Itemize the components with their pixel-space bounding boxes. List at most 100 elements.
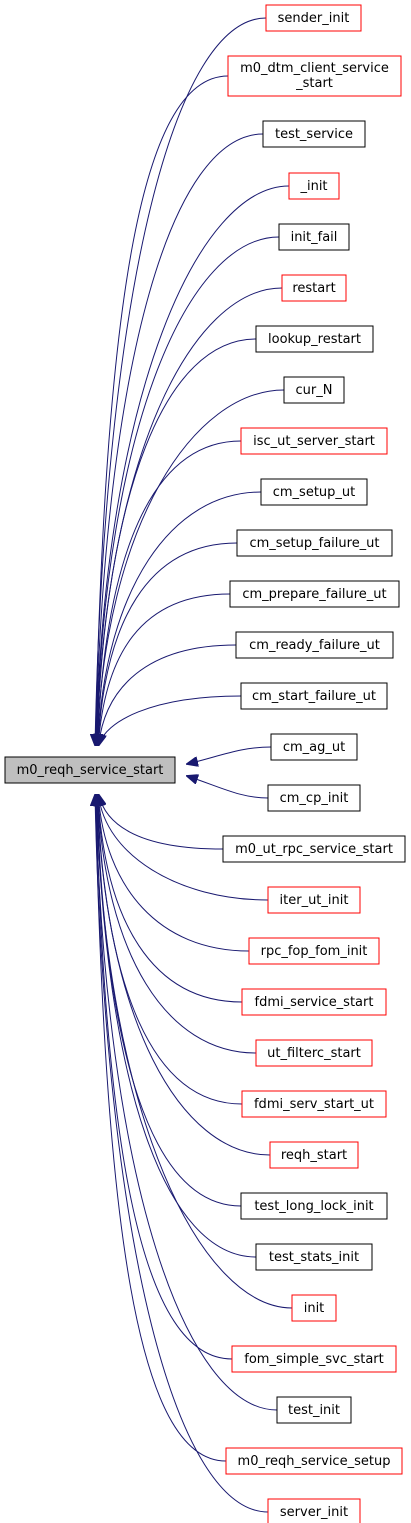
call-edge (97, 440, 242, 745)
caller-node-box (231, 1345, 397, 1373)
caller-node[interactable]: test_init (276, 1396, 352, 1424)
call-edge (96, 236, 280, 745)
caller-node-box (255, 1039, 373, 1067)
caller-node-label: m0_dtm_client_service (240, 61, 389, 76)
call-edge (98, 795, 243, 1003)
caller-node[interactable]: cm_ready_failure_ut (235, 631, 394, 659)
caller-node[interactable]: server_init (267, 1498, 361, 1523)
caller-node[interactable]: rpc_fop_fom_init (248, 937, 380, 965)
caller-node-label: fdmi_service_start (255, 995, 374, 1010)
call-edge (97, 795, 271, 1156)
call-edge (96, 795, 278, 1411)
caller-node-box (267, 886, 361, 914)
caller-node-box (278, 223, 350, 251)
caller-node-box (240, 682, 388, 710)
caller-node-box (240, 427, 388, 455)
caller-node-box (281, 274, 347, 302)
caller-node[interactable]: test_long_lock_init (240, 1192, 388, 1220)
caller-node-label: cm_setup_ut (273, 485, 356, 500)
caller-node-label: rpc_fop_fom_init (261, 944, 368, 959)
call-edge (99, 795, 224, 850)
caller-node-label: sender_init (278, 11, 350, 26)
caller-node[interactable]: ut_filterc_start (255, 1039, 373, 1067)
caller-node-label: init (304, 1301, 325, 1316)
caller-node-box (248, 937, 380, 965)
call-edge (95, 75, 229, 745)
caller-node-label: cm_cp_init (280, 791, 349, 806)
caller-node-label: cm_ready_failure_ut (249, 638, 380, 653)
caller-node-box (270, 733, 358, 761)
call-edge (187, 746, 272, 764)
caller-node-box (283, 376, 345, 404)
caller-node-label: test_service (275, 127, 353, 142)
caller-node[interactable]: cm_ag_ut (270, 733, 358, 761)
caller-node-label: server_init (280, 1505, 348, 1520)
caller-node[interactable]: lookup_restart (255, 325, 374, 353)
call-edge (98, 795, 257, 1054)
edges-layer (95, 17, 293, 1513)
caller-node-box (222, 835, 406, 863)
caller-node[interactable]: init (291, 1294, 337, 1322)
caller-node-label: m0_ut_rpc_service_start (235, 842, 393, 857)
caller-node-box (260, 478, 368, 506)
caller-node-box (235, 631, 394, 659)
caller-node-box (262, 120, 366, 148)
caller-node[interactable]: cm_prepare_failure_ut (229, 580, 400, 608)
root-node[interactable]: m0_reqh_service_start (4, 756, 176, 784)
caller-node-label: test_long_lock_init (254, 1199, 373, 1214)
caller-node-box (255, 325, 374, 353)
call-edge (98, 542, 238, 745)
caller-node-label: reqh_start (281, 1148, 347, 1163)
caller-node-box (225, 1447, 403, 1475)
caller-node-label: ut_filterc_start (267, 1046, 361, 1061)
call-edge (99, 644, 237, 745)
caller-node[interactable]: cm_setup_ut (260, 478, 368, 506)
call-edge (95, 17, 267, 745)
caller-node-box (288, 172, 340, 200)
caller-node-label: isc_ut_server_start (253, 434, 375, 449)
caller-node-label: fdmi_serv_start_ut (254, 1097, 374, 1112)
caller-node-label: _start (295, 76, 333, 91)
caller-node[interactable]: fom_simple_svc_start (231, 1345, 397, 1373)
caller-node[interactable]: cm_cp_init (267, 784, 361, 812)
caller-node[interactable]: cm_setup_failure_ut (236, 529, 393, 557)
call-edge (98, 593, 231, 745)
call-edge (98, 491, 262, 745)
caller-node[interactable]: m0_dtm_client_service_start (227, 55, 402, 97)
caller-node[interactable]: iter_ut_init (267, 886, 361, 914)
caller-node-label: fom_simple_svc_start (244, 1352, 384, 1367)
root-node-label: m0_reqh_service_start (17, 763, 164, 778)
caller-node-label: iter_ut_init (280, 893, 349, 908)
caller-node-label: lookup_restart (268, 332, 361, 347)
caller-node-box (241, 988, 387, 1016)
caller-node-label: m0_reqh_service_setup (238, 1454, 391, 1469)
caller-node[interactable]: cm_start_failure_ut (240, 682, 388, 710)
call-edge (96, 133, 264, 745)
root-node-box (4, 756, 176, 784)
call-edge (95, 795, 269, 1513)
caller-node[interactable]: init_fail (278, 223, 350, 251)
caller-node-box (227, 55, 402, 97)
call-edge (98, 795, 250, 952)
call-edge (187, 776, 269, 799)
caller-node[interactable]: reqh_start (269, 1141, 359, 1169)
call-edge (95, 795, 227, 1462)
caller-node-box (240, 1192, 388, 1220)
caller-node[interactable]: sender_init (265, 4, 362, 32)
caller-node[interactable]: m0_ut_rpc_service_start (222, 835, 406, 863)
caller-node[interactable]: isc_ut_server_start (240, 427, 388, 455)
caller-node[interactable]: fdmi_serv_start_ut (241, 1090, 387, 1118)
caller-node[interactable]: restart (281, 274, 347, 302)
caller-node-box (229, 580, 400, 608)
caller-node-label: cm_prepare_failure_ut (242, 587, 386, 602)
caller-node[interactable]: cur_N (283, 376, 345, 404)
caller-node-box (255, 1243, 373, 1271)
caller-node[interactable]: test_stats_init (255, 1243, 373, 1271)
caller-node[interactable]: m0_reqh_service_setup (225, 1447, 403, 1475)
caller-node[interactable]: fdmi_service_start (241, 988, 387, 1016)
caller-node-box (236, 529, 393, 557)
call-edge (99, 695, 242, 745)
caller-node[interactable]: _init (288, 172, 340, 200)
caller-node[interactable]: test_service (262, 120, 366, 148)
